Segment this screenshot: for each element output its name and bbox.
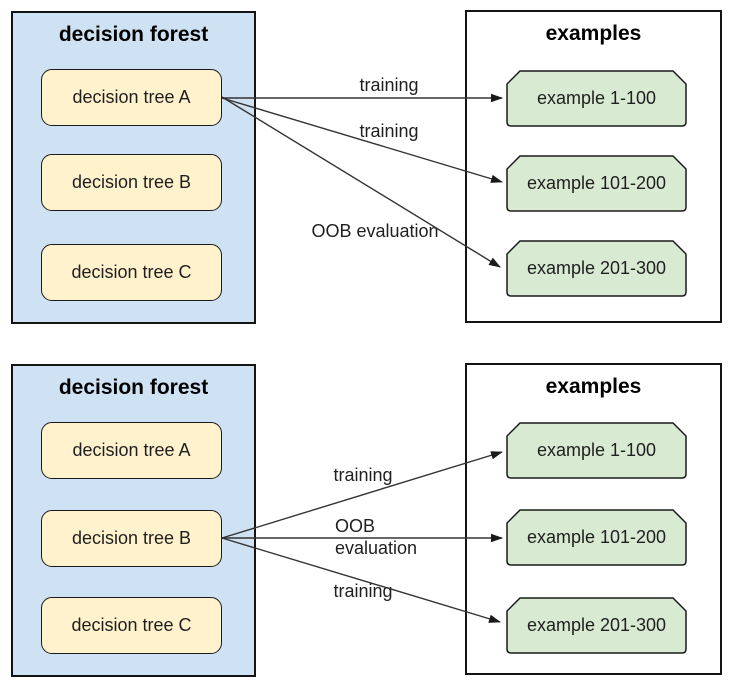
example-node-1-100-bottom: example 1-100 (506, 422, 687, 479)
examples-title: examples (545, 375, 642, 398)
tree-node-label: decision tree C (71, 262, 192, 282)
example-node-label: example 101-200 (526, 173, 667, 193)
arrow-label-line: evaluation (335, 538, 418, 558)
beveled-card-shape (506, 70, 687, 127)
tree-node-label: decision tree B (71, 528, 192, 548)
example-node-label: example 1-100 (536, 88, 657, 108)
example-node-label: example 201-300 (526, 615, 667, 635)
arrow-label-line: OOB (335, 516, 376, 536)
examples-title: examples (545, 22, 642, 45)
decision-forest-title: decision forest (58, 23, 209, 46)
example-node-101-200-top: example 101-200 (506, 155, 687, 212)
tree-node-c-bottom: decision tree C (41, 597, 222, 654)
arrow-label-training-1-bottom: training (333, 465, 393, 485)
tree-node-label: decision tree B (71, 172, 192, 192)
decision-forest-title: decision forest (58, 376, 209, 399)
arrow-label-training-2-top: training (359, 121, 419, 141)
arrow-label-oob-evaluation-top: OOB evaluation (311, 221, 439, 241)
tree-node-label: decision tree C (71, 615, 192, 635)
example-node-label: example 1-100 (536, 440, 657, 460)
arrow-label-training-1-top: training (359, 75, 419, 95)
example-node-1-100-top: example 1-100 (506, 70, 687, 127)
beveled-card-shape (506, 240, 687, 297)
beveled-card-shape (506, 509, 687, 566)
tree-node-a-bottom: decision tree A (41, 422, 222, 479)
arrow-label-training-2-bottom: training (333, 581, 393, 601)
example-node-101-200-bottom: example 101-200 (506, 509, 687, 566)
beveled-card-shape (506, 155, 687, 212)
tree-node-a-top: decision tree A (41, 69, 222, 126)
example-node-201-300-top: example 201-300 (506, 240, 687, 297)
example-node-201-300-bottom: example 201-300 (506, 597, 687, 654)
tree-node-label: decision tree A (72, 440, 191, 460)
tree-node-label: decision tree A (72, 87, 191, 107)
tree-node-b-bottom: decision tree B (41, 510, 222, 567)
arrow-label-oob-evaluation-bottom: OOB evaluation (335, 515, 417, 559)
beveled-card-shape (506, 422, 687, 479)
tree-node-c-top: decision tree C (41, 244, 222, 301)
example-node-label: example 101-200 (526, 527, 667, 547)
beveled-card-shape (506, 597, 687, 654)
tree-node-b-top: decision tree B (41, 154, 222, 211)
example-node-label: example 201-300 (526, 258, 667, 278)
